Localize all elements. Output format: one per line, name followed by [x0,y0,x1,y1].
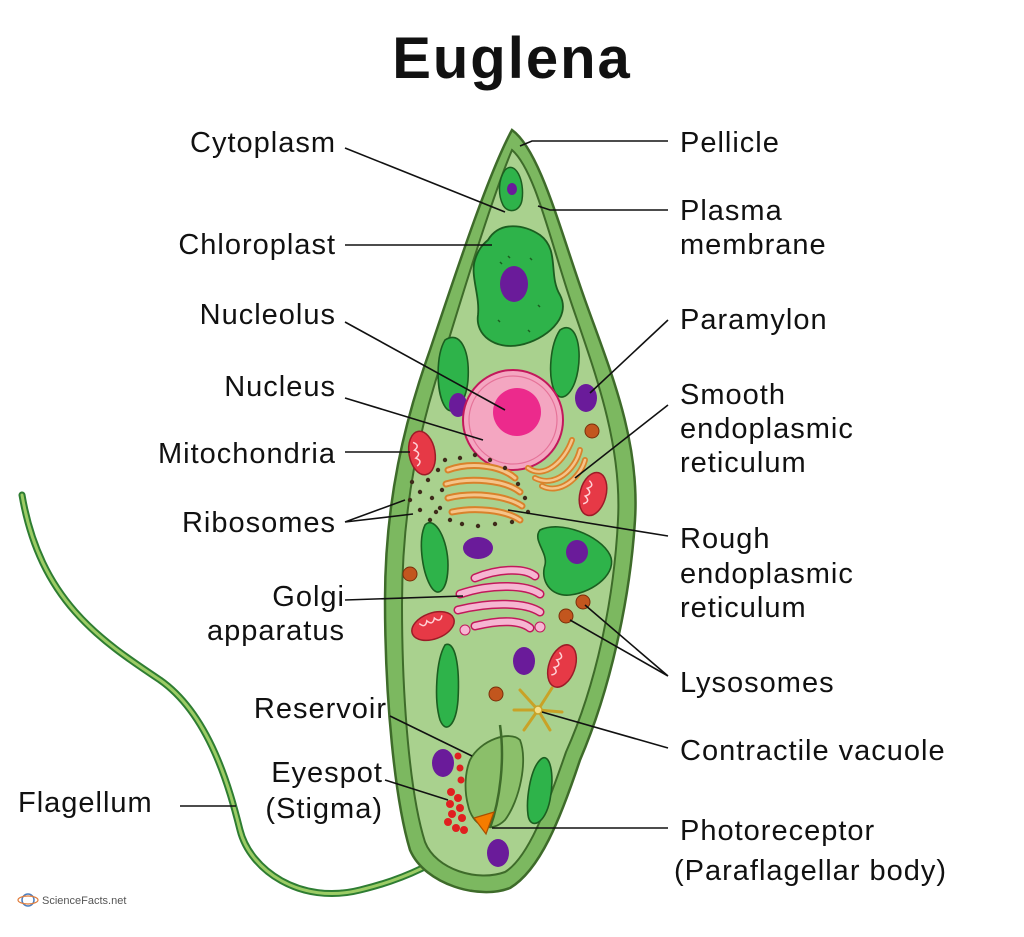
mitochondrion-2 [578,471,608,517]
leader-reservoir [389,715,473,757]
watermark-text: ScienceFacts.net [42,895,126,907]
eyespot [444,752,468,834]
leader-nucleolus [344,321,506,411]
leader-smooth-er [574,404,669,479]
label-plasma-line1: Plasma [680,195,783,227]
leader-nucleus [344,397,484,441]
label-chloroplast: Chloroplast [178,229,336,261]
label-nucleus: Nucleus [224,371,336,403]
lysosome [402,566,418,582]
lysosome [584,423,600,439]
label-pellicle: Pellicle [680,127,780,159]
label-ser-line3: reticulum [680,447,807,479]
label-cytoplasm: Cytoplasm [190,127,336,159]
diagram-title: Euglena [392,26,632,91]
photoreceptor [473,811,495,836]
label-photoreceptor-line1: Photoreceptor [680,815,875,847]
ribosomes [407,452,531,529]
flagellum-core [20,493,462,896]
paramylon-left-upper [449,393,467,417]
lysosomes-group [402,423,600,702]
contractile-vacuole [512,686,564,732]
mitochondrion-1 [407,430,437,476]
label-golgi-line2: apparatus [207,615,345,647]
chloroplast-texture [497,255,541,333]
leader-rough-er [507,509,669,537]
chloroplast-left-low [435,643,460,728]
leader-paramylon [589,319,669,394]
reservoir-canal [488,724,504,829]
lysosome [558,608,574,624]
chloroplast-right-low [526,757,553,825]
label-plasma-line2: membrane [680,229,827,261]
mitochondria-group [407,430,608,688]
smooth-er-highlight [526,438,587,490]
paramylon-granule-2 [463,537,493,559]
nuclear-envelope [468,375,558,465]
label-rer-line1: Rough [680,523,770,555]
nucleolus [493,388,541,436]
leader-contractile-vacuole [541,711,669,749]
paramylon-granule-4 [432,749,454,777]
paramylon-granule-3 [513,647,535,675]
lysosome [488,686,504,702]
leader-eyespot [384,779,449,801]
label-rer-line2: endoplasmic [680,558,854,590]
paramylon-granule [500,266,528,302]
label-rer-line3: reticulum [680,592,807,624]
label-flagellum: Flagellum [18,787,153,819]
label-reservoir: Reservoir [254,693,387,725]
apex-paramylon [507,183,517,195]
label-eyespot-line2: (Stigma) [265,793,383,825]
paramylon-right-mid [566,540,588,564]
chloroplast-right-upper [549,327,580,398]
leader-cytoplasm [344,147,506,213]
rough-endoplasmic-reticulum [442,462,526,524]
reservoir [464,735,525,829]
label-ser-line1: Smooth [680,379,786,411]
label-eyespot-line1: Eyespot [271,757,383,789]
sciencefacts-logo: ScienceFacts.net [17,893,126,907]
leader-plasma-membrane [537,205,668,211]
leader-golgi [344,595,464,601]
golgi-apparatus [453,565,546,636]
label-ribosomes: Ribosomes [182,507,336,539]
mitochondrion-4 [546,644,578,688]
label-paramylon: Paramylon [680,304,828,336]
mitochondrion-3 [411,610,455,642]
label-nucleolus: Nucleolus [200,299,336,331]
label-lysosomes: Lysosomes [680,667,835,699]
label-ser-line2: endoplasmic [680,413,854,445]
label-photoreceptor-line2: (Paraflagellar body) [674,855,947,887]
label-mitochondria: Mitochondria [158,438,336,470]
label-contractile-vacuole: Contractile vacuole [680,735,946,767]
leader-pellicle [519,140,668,147]
label-golgi-line1: Golgi [272,581,345,613]
paramylon-granule-5 [487,839,509,867]
leader-ribosomes [344,499,414,523]
leader-lysosomes [569,604,669,677]
chloroplast-left-mid [420,522,449,593]
paramylon [575,384,597,412]
